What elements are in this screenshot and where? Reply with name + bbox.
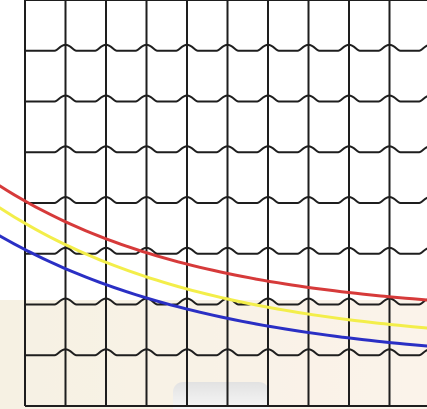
grid-lines: [24, 0, 427, 407]
curve-lines: [0, 184, 427, 348]
yellow-curve: [0, 206, 427, 330]
blue-curve: [0, 234, 427, 348]
grid-horizontal-puzzle-line: [25, 145, 427, 154]
grid-horizontal-puzzle-line: [25, 43, 427, 52]
grid-horizontal-puzzle-line: [25, 195, 427, 204]
bottom-sheen-shape: [173, 382, 269, 409]
grid-horizontal-puzzle-line: [25, 348, 427, 357]
grid-horizontal-puzzle-line: [25, 94, 427, 103]
grid-horizontal-puzzle-line: [25, 246, 427, 255]
red-curve: [0, 184, 427, 302]
